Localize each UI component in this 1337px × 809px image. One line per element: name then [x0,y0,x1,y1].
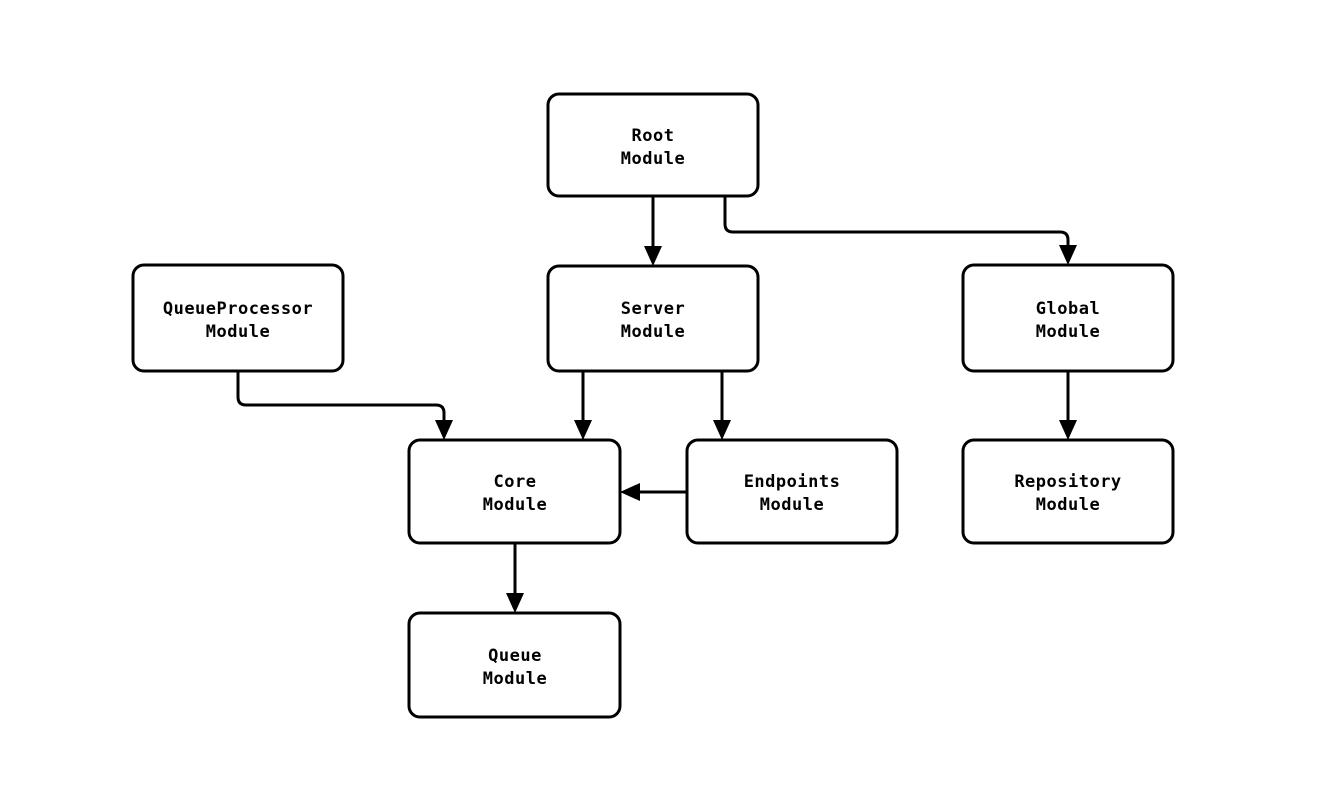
node-endpoints-module-label-line1: Endpoints [744,472,841,492]
edge-server-to-core [574,371,592,440]
node-queueprocessor-module-label-line1: QueueProcessor [163,299,313,319]
node-global-module[interactable]: Global Module [961,263,1175,373]
edge-server-to-core-arrowhead [574,420,592,440]
node-queueprocessor-module-box[interactable] [131,263,345,373]
node-root-module-label-line1: Root [632,126,675,146]
edge-root-to-global [723,196,1077,265]
node-repository-module[interactable]: Repository Module [961,438,1175,545]
node-core-module-box[interactable] [407,438,622,545]
edge-global-to-repository [1059,371,1077,440]
node-root-module[interactable]: Root Module [546,92,760,198]
node-repository-module-label-line2: Module [1036,495,1100,515]
node-global-module-label-line2: Module [1036,322,1100,342]
edge-server-to-endpoints-arrowhead [713,420,731,440]
node-endpoints-module[interactable]: Endpoints Module [685,438,899,545]
edge-core-to-queue [506,543,524,613]
node-repository-module-box[interactable] [961,438,1175,545]
node-queueprocessor-module[interactable]: QueueProcessor Module [131,263,345,373]
node-queue-module-label-line2: Module [483,669,547,689]
node-server-module-box[interactable] [546,264,760,373]
node-endpoints-module-box[interactable] [685,438,899,545]
node-server-module-label-line1: Server [621,299,685,319]
node-queue-module-label-line1: Queue [488,646,542,666]
edge-root-to-global-line [723,196,1070,252]
edge-endpoints-to-core [620,483,687,501]
edge-root-to-global-arrowhead [1059,245,1077,265]
node-core-module-label-line1: Core [494,472,537,492]
edge-global-to-repository-arrowhead [1059,420,1077,440]
node-root-module-box[interactable] [546,92,760,198]
node-root-module-label-line2: Module [621,149,685,169]
node-queueprocessor-module-label-line2: Module [206,322,270,342]
node-repository-module-label-line1: Repository [1014,472,1121,492]
node-server-module-label-line2: Module [621,322,685,342]
edge-server-to-endpoints [713,371,731,440]
node-global-module-label-line1: Global [1036,299,1100,319]
edge-endpoints-to-core-arrowhead [620,483,640,501]
node-global-module-box[interactable] [961,263,1175,373]
node-core-module[interactable]: Core Module [407,438,622,545]
node-core-module-label-line2: Module [483,495,547,515]
node-server-module[interactable]: Server Module [546,264,760,373]
edge-root-to-server [644,196,662,266]
node-queue-module-box[interactable] [407,611,622,719]
node-queue-module[interactable]: Queue Module [407,611,622,719]
node-endpoints-module-label-line2: Module [760,495,824,515]
edge-root-to-server-arrowhead [644,246,662,266]
edge-queueprocessor-to-core-line [236,371,446,427]
edge-queueprocessor-to-core-arrowhead [435,420,453,440]
edge-queueprocessor-to-core [236,371,453,440]
edge-core-to-queue-arrowhead [506,593,524,613]
